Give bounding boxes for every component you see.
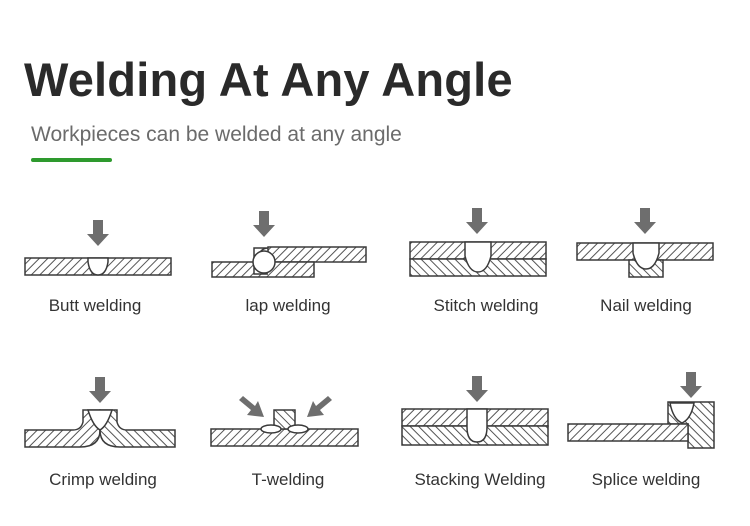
butt-weld-icon: [24, 220, 172, 276]
lap-weld-icon: [211, 211, 367, 278]
diagram-label: Splice welding: [591, 470, 701, 489]
t-weld-icon: [210, 396, 359, 447]
diagram-label: Nail welding: [600, 296, 692, 315]
nail-weld-icon: [576, 208, 714, 278]
stacking-weld-icon: [401, 376, 549, 446]
splice-weld-icon: [567, 372, 715, 449]
stitch-weld-icon: [409, 208, 547, 277]
diagram-label: Butt welding: [48, 296, 142, 315]
diagram-label: T-welding: [251, 470, 325, 489]
diagram-label: Crimp welding: [49, 470, 157, 489]
diagram-label: Stitch welding: [433, 296, 539, 315]
crimp-weld-icon: [24, 377, 176, 448]
diagram-label: lap welding: [245, 296, 331, 315]
page-title: Welding At Any Angle: [24, 53, 513, 106]
page-subtitle: Workpieces can be welded at any angle: [31, 123, 402, 146]
diagram-label: Stacking Welding: [414, 470, 546, 489]
accent-underline: [31, 158, 112, 162]
